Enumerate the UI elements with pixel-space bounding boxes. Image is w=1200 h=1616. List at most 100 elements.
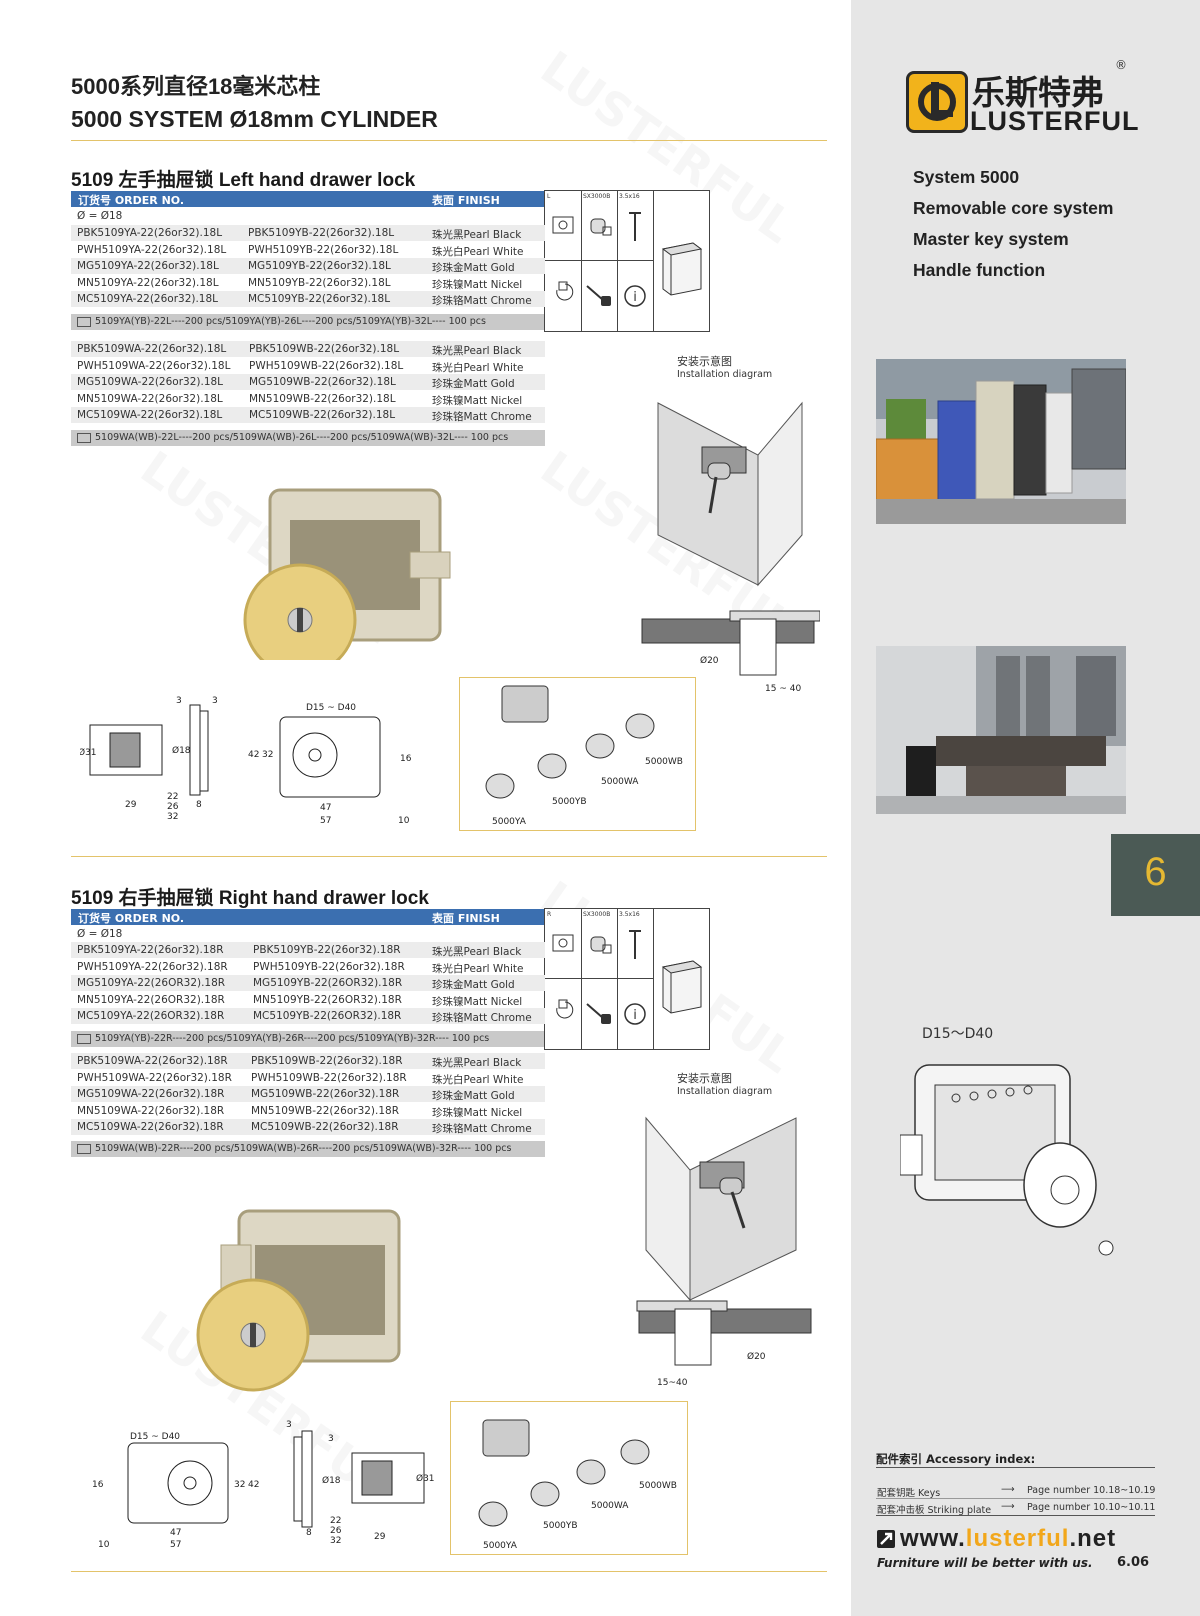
finish-cell: 珍珠金Matt Gold xyxy=(432,979,515,991)
order-cell: PBK5109WB-22(26or32).18R xyxy=(251,1055,403,1067)
feature-list: System 5000 Removable core system Master… xyxy=(913,162,1113,286)
dim-label: 3 xyxy=(212,696,218,706)
office-photo-desk xyxy=(876,646,1126,814)
finish-cell: 珍珠铬Matt Chrome xyxy=(432,1012,532,1024)
order-cell: PBK5109YB-22(26or32).18R xyxy=(253,944,401,956)
order-cell: MN5109YB-22(26OR32).18R xyxy=(253,993,402,1006)
cylinder-label: 5000YA xyxy=(492,817,527,827)
info-icon: i xyxy=(624,1003,646,1025)
dim-label: 42 xyxy=(248,1480,259,1490)
order-cell: PBK5109WB-22(26or32).18L xyxy=(249,343,400,355)
order-cell: MC5109YA-22(26or32).18L xyxy=(77,293,219,305)
diameter-text: Ø = Ø18 xyxy=(77,928,123,940)
cylinder-options-box: 5000YA 5000YB 5000WA 5000WB xyxy=(450,1401,688,1555)
cabinet-icon xyxy=(661,960,703,1014)
dim-label: Ø20 xyxy=(747,1351,766,1362)
finish-cell: 珠光白Pearl White xyxy=(432,962,524,975)
arrow-right-icon: ⟶ xyxy=(1001,1501,1015,1512)
order-cell: PWH5109WA-22(26or32).18L xyxy=(77,359,231,372)
dim-label: 47 xyxy=(170,1528,181,1538)
finish-cell: 珍珠铬Matt Chrome xyxy=(432,411,532,423)
order-cell: MC5109WA-22(26or32).18L xyxy=(77,409,223,421)
feature-item: Removable core system xyxy=(913,198,1114,218)
order-cell: MG5109YA-22(26OR32).18R xyxy=(77,977,226,989)
order-cell: MG5109YA-22(26or32).18L xyxy=(77,260,219,272)
brand-name-en: LUSTERFUL xyxy=(970,106,1140,136)
table-header: 订货号 ORDER NO. 表面 FINISH xyxy=(71,191,545,207)
install-title-cn: 安装示意图 xyxy=(677,355,732,368)
order-header: 订货号 ORDER NO. xyxy=(78,194,185,207)
packing-row: 5109WA(WB)-22L----200 pcs/5109WA(WB)-26L… xyxy=(71,430,545,446)
packing-text: 5109WA(WB)-22R----200 pcs/5109WA(WB)-26R… xyxy=(95,1143,512,1154)
order-cell: MC5109WA-22(26or32).18R xyxy=(77,1121,224,1133)
dim-label: 22 xyxy=(167,792,178,802)
packing-row: 5109YA(YB)-22L----200 pcs/5109YA(YB)-26L… xyxy=(71,314,545,330)
cylinder-label: 5000WB xyxy=(639,1481,677,1491)
dim-label: 42 xyxy=(248,750,259,760)
cabinet-icon xyxy=(661,242,703,296)
brand-name-cn: 乐斯特弗 xyxy=(972,73,1104,112)
finish-cell: 珠光黑Pearl Black xyxy=(432,229,522,241)
icon-label: L xyxy=(547,193,551,200)
accessory-icon-grid: R SX3000B 3.5x16 i xyxy=(544,908,710,1050)
order-cell: PBK5109YA-22(26or32).18R xyxy=(77,944,224,956)
packing-row: 5109WA(WB)-22R----200 pcs/5109WA(WB)-26R… xyxy=(71,1141,545,1157)
order-cell: MN5109WB-22(26or32).18R xyxy=(251,1104,400,1117)
arrow-icon xyxy=(880,1532,893,1545)
info-icon: i xyxy=(624,285,646,307)
dim-label: 26 xyxy=(167,802,179,812)
registered-mark: ® xyxy=(1115,58,1127,72)
feature-item: System 5000 xyxy=(913,167,1020,187)
dim-label: 3 xyxy=(286,1420,292,1430)
lock-body-icon xyxy=(552,934,574,952)
page-title-cn: 5000系列直径18毫米芯柱 xyxy=(71,74,321,99)
dim-label: Ø31 xyxy=(80,747,97,758)
arrow-logo-icon xyxy=(877,1530,895,1548)
installation-diagram xyxy=(657,401,803,587)
dim-label: 3 xyxy=(176,696,182,706)
icon-label: SX3000B xyxy=(583,911,611,918)
box-icon xyxy=(77,317,91,327)
order-cell: PWH5109WA-22(26or32).18R xyxy=(77,1071,232,1084)
section-number: 6 xyxy=(1144,850,1167,894)
accessory-page[interactable]: Page number 10.10~10.11 xyxy=(1027,1502,1156,1513)
dim-label: 10 xyxy=(398,816,410,826)
finish-cell: 珍珠镍Matt Nickel xyxy=(432,394,523,407)
order-cell: MN5109WA-22(26or32).18L xyxy=(77,392,223,405)
website-link[interactable]: www.lusterful.net xyxy=(900,1525,1116,1553)
dim-label: 32 xyxy=(234,1480,245,1490)
dim-label: 3 xyxy=(328,1434,334,1444)
finish-cell: 珍珠金Matt Gold xyxy=(432,1090,515,1102)
dim-label: D15 ~ D40 xyxy=(306,703,356,713)
order-cell: MG5109WA-22(26or32).18R xyxy=(77,1088,225,1100)
finish-header: 表面 FINISH xyxy=(432,912,500,925)
divider xyxy=(876,1467,1155,1468)
accessory-page[interactable]: Page number 10.18~10.19 xyxy=(1027,1485,1156,1496)
diameter-text: Ø = Ø18 xyxy=(77,210,123,222)
section-diagram: Ø20 15 ~ 40 xyxy=(641,610,820,694)
order-cell: MC5109WB-22(26or32).18L xyxy=(249,409,396,421)
cylinder-label: 5000YB xyxy=(543,1521,578,1531)
cylinder-label: 5000YB xyxy=(552,797,587,807)
icon-label: R xyxy=(547,911,552,918)
finish-cell: 珠光白Pearl White xyxy=(432,1073,524,1086)
key-icon xyxy=(586,1003,611,1024)
lock-body-drawing xyxy=(900,1064,1114,1256)
svg-text:i: i xyxy=(633,290,637,305)
dim-label: Ø18 xyxy=(322,1475,341,1486)
page-number: 6.06 xyxy=(1117,1555,1150,1570)
accessory-icon-grid: L SX3000B 3.5x16 i xyxy=(544,190,710,332)
divider xyxy=(71,1571,827,1572)
page-title-en: 5000 SYSTEM Ø18mm CYLINDER xyxy=(71,106,438,132)
svg-text:i: i xyxy=(633,1008,637,1023)
finish-cell: 珍珠铬Matt Chrome xyxy=(432,295,532,307)
dim-label: 32 xyxy=(330,1536,341,1546)
packing-row: 5109YA(YB)-22R----200 pcs/5109YA(YB)-26R… xyxy=(71,1031,545,1047)
table-row: Ø = Ø18 xyxy=(71,208,545,224)
